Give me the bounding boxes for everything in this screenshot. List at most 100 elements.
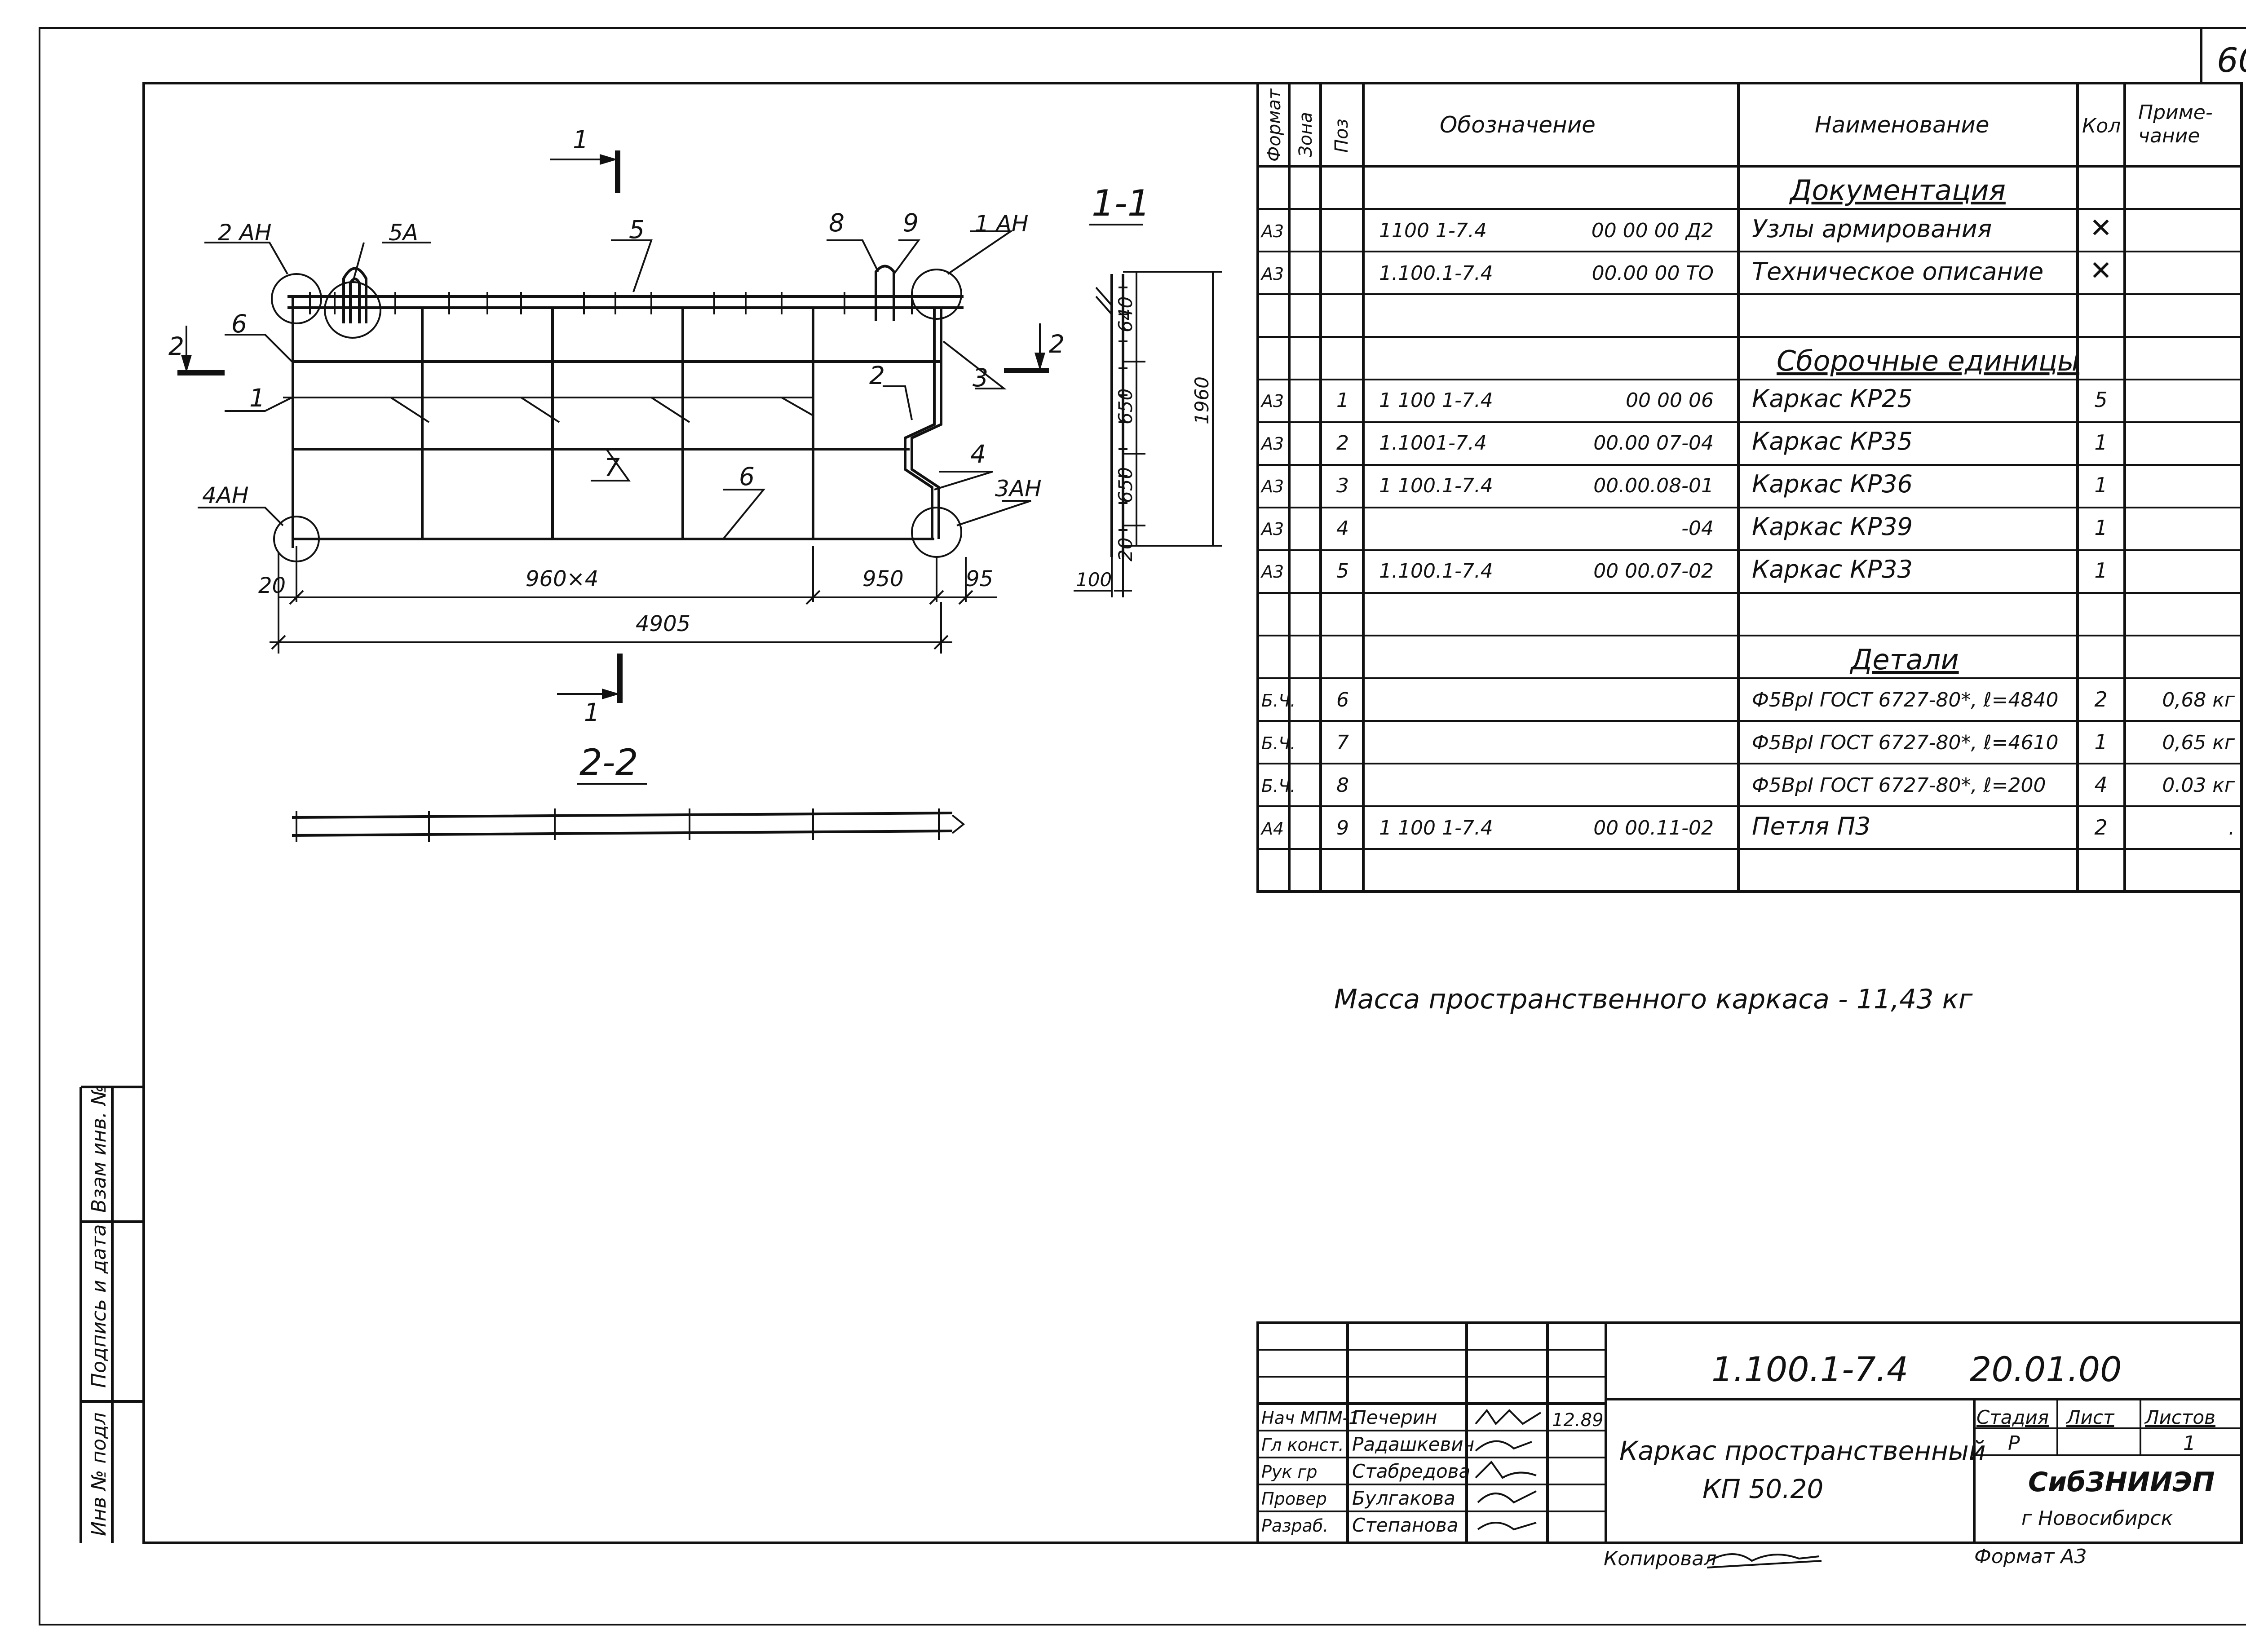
cell-pos: 9 — [1336, 817, 1349, 839]
title-code: 1.100.1-7.4 — [1711, 1349, 1908, 1389]
cell-name: Техническое описание — [1752, 257, 2043, 286]
person-role: Разраб. — [1261, 1516, 1328, 1536]
cell-format: А3 — [1260, 519, 1284, 539]
copied-signature — [1707, 1553, 1822, 1568]
cell-name: Каркас КР25 — [1752, 384, 1913, 413]
bar-1-ticks — [283, 397, 814, 423]
cell-format: А3 — [1260, 477, 1284, 496]
side-stamp-sign-date: Подпись и дата — [88, 1224, 111, 1388]
svg-text:6: 6 — [231, 309, 247, 338]
svg-text:2: 2 — [869, 361, 885, 390]
cell-format: А3 — [1260, 221, 1284, 241]
cell-name: Каркас КР33 — [1752, 555, 1913, 583]
title-line2: КП 50.20 — [1702, 1474, 1823, 1504]
svg-text:650: 650 — [1114, 389, 1136, 424]
cell-name: Ф5ВрI ГОСТ 6727-80*, ℓ=4840 — [1752, 689, 2059, 711]
cell-note: 0.03 кг — [2162, 774, 2235, 797]
end-member-2 — [904, 308, 942, 539]
svg-text:95: 95 — [966, 566, 993, 592]
leader-lines — [198, 230, 1031, 540]
dimensions: 20 960×4 950 95 4905 — [258, 546, 997, 654]
cell-format: А4 — [1260, 819, 1284, 839]
svg-text:3: 3 — [973, 363, 988, 392]
person-role: Гл конст. — [1261, 1435, 1344, 1455]
person-role: Рук гр — [1261, 1462, 1318, 1482]
cell-qty: 4 — [2094, 773, 2107, 797]
loop-9 — [875, 265, 895, 321]
cell-note: . — [2228, 817, 2235, 839]
cell-designation-2: 00 00.07-02 — [1593, 560, 1714, 583]
cell-pos: 6 — [1336, 689, 1349, 711]
svg-text:960×4: 960×4 — [526, 566, 598, 592]
svg-text:3АН: 3АН — [995, 476, 1042, 502]
cell-designation-2: 00.00.08-01 — [1593, 474, 1714, 497]
title-date: 12.89 — [1552, 1410, 1604, 1431]
cell-format: А3 — [1260, 391, 1284, 411]
header-note: Приме-чание — [2138, 101, 2213, 147]
section-mark-2-right: 2 — [1004, 323, 1065, 373]
side-stamp: Взам инв. № Подпись и дата Инв № подл — [80, 1085, 144, 1543]
header-pos: Поз — [1331, 119, 1352, 153]
title-code2: 20.01.00 — [1970, 1349, 2122, 1389]
cell-pos: 2 — [1336, 432, 1349, 455]
cell-note: 0,68 кг — [2162, 689, 2235, 711]
cell-designation-1: 1.1001-7.4 — [1379, 432, 1487, 455]
svg-text:5: 5 — [629, 215, 645, 244]
section-documentation: Документация — [1789, 174, 2006, 207]
cell-qty: 1 — [2094, 516, 2107, 540]
svg-text:1: 1 — [249, 384, 265, 412]
cell-pos: 7 — [1336, 731, 1349, 754]
svg-text:950: 950 — [862, 566, 904, 592]
cell-designation-1: 1 100 1-7.4 — [1379, 389, 1493, 412]
svg-text:1: 1 — [584, 698, 600, 727]
outer-border — [39, 27, 2246, 1625]
svg-text:1960: 1960 — [1191, 376, 1213, 424]
cell-qty: 1 — [2094, 558, 2107, 583]
node-3ah — [911, 507, 962, 558]
person-name: Печерин — [1352, 1406, 1437, 1428]
cell-qty: ✕ — [2090, 255, 2112, 287]
cell-format: Б.Ч. — [1261, 691, 1295, 711]
cell-name: Ф5ВрI ГОСТ 6727-80*, ℓ=200 — [1752, 774, 2046, 797]
header-format: Формат — [1264, 88, 1285, 162]
svg-text:8: 8 — [829, 208, 844, 237]
svg-text:20: 20 — [1114, 538, 1136, 561]
section-details: Детали — [1849, 643, 1959, 676]
cell-format: А3 — [1260, 264, 1284, 284]
svg-text:2 АН: 2 АН — [218, 220, 272, 246]
svg-text:1: 1 — [573, 125, 588, 154]
cell-name: Ф5ВрI ГОСТ 6727-80*, ℓ=4610 — [1752, 731, 2059, 754]
cell-qty: 1 — [2094, 473, 2107, 497]
header-qty: Кол — [2082, 115, 2121, 137]
title-block: 1.100.1-7.4 20.01.00 Каркас пространстве… — [1256, 1321, 2243, 1544]
cell-pos: 4 — [1336, 517, 1349, 540]
person-role: Провер — [1261, 1489, 1327, 1509]
cell-designation-2: 00 00.11-02 — [1593, 817, 1714, 839]
section-mark-1-top: 1 — [550, 125, 620, 193]
cell-pos: 3 — [1336, 474, 1349, 497]
node-5a — [324, 281, 381, 339]
svg-text:650: 650 — [1114, 467, 1136, 503]
copied-label: Копировал — [1604, 1547, 1716, 1570]
format-label: Формат А3 — [1974, 1545, 2087, 1568]
svg-text:6: 6 — [739, 462, 755, 491]
top-chord — [287, 295, 964, 309]
cell-format: А3 — [1260, 562, 1284, 582]
svg-text:4: 4 — [970, 440, 986, 468]
cell-pos: 5 — [1336, 560, 1349, 583]
side-stamp-vzam: Взам инв. № — [88, 1085, 111, 1213]
person-name: Булгакова — [1352, 1487, 1455, 1509]
page-number-box: 60 — [2200, 28, 2246, 83]
cell-designation-2: -04 — [1681, 517, 1714, 540]
section-mark-1-bottom: 1 — [557, 654, 623, 727]
